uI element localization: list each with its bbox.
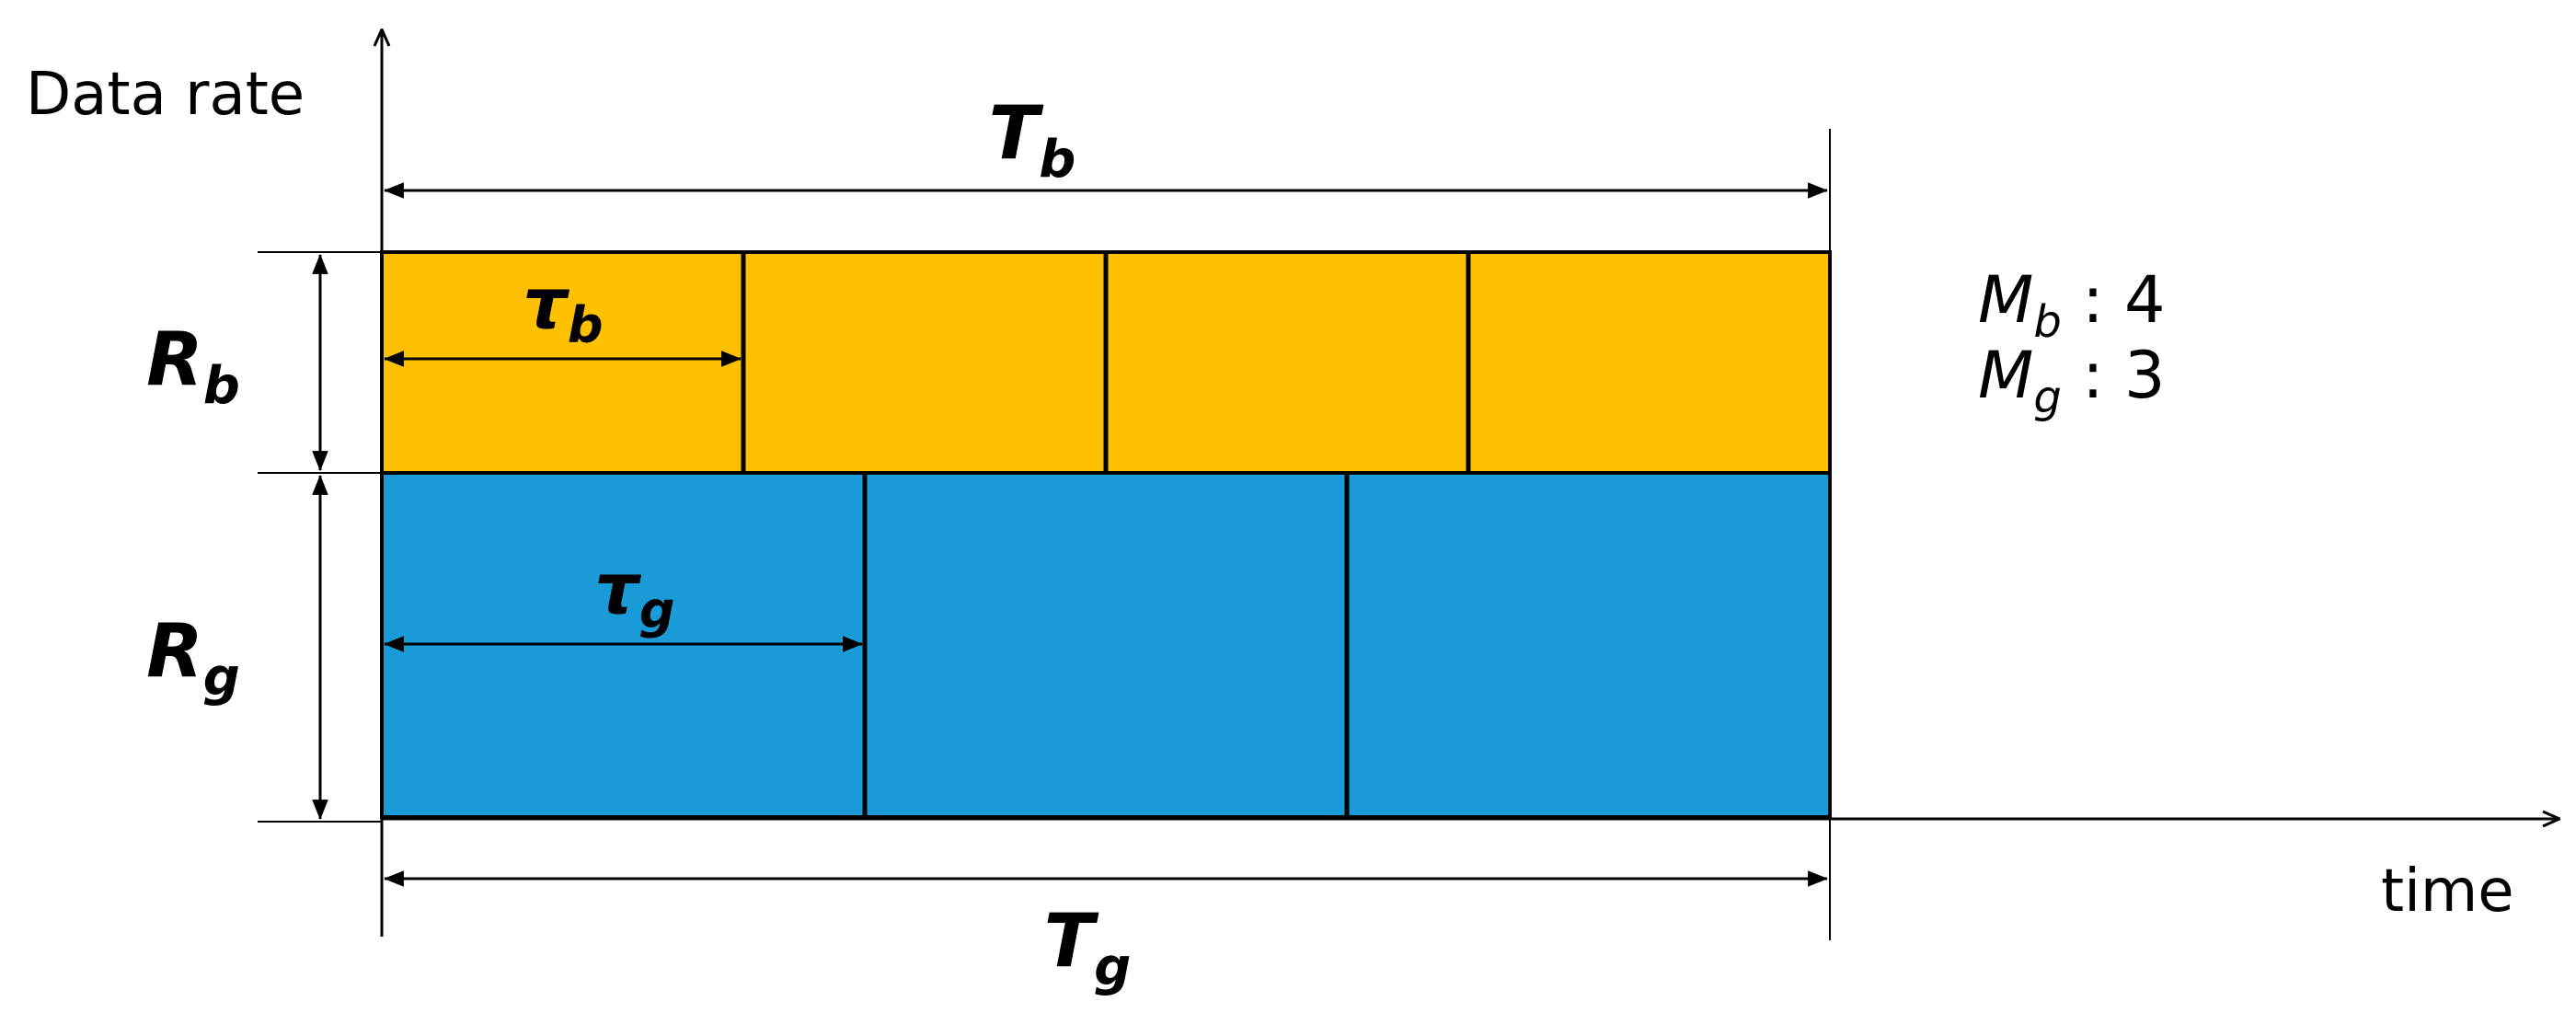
rg-subscript: g — [203, 648, 240, 708]
x-axis-title: time — [2381, 858, 2514, 926]
tau-b-label: τb — [523, 262, 603, 354]
legend-mg-value: 3 — [2124, 338, 2166, 413]
y-axis-title: Data rate — [26, 61, 305, 129]
rg-symbol: R — [146, 608, 203, 694]
legend-mg-separator: : — [2062, 338, 2124, 413]
tau-g-label: τg — [594, 547, 674, 639]
tau-b-symbol: τ — [523, 262, 569, 344]
tg-symbol: T — [1044, 898, 1099, 984]
legend-mg-symbol: M — [1978, 338, 2033, 413]
legend-mb-subscript: b — [2033, 296, 2061, 348]
tau-b-subscript: b — [568, 296, 604, 354]
legend-mb-separator: : — [2062, 262, 2124, 338]
tb-symbol: T — [989, 90, 1044, 176]
legend-mb-value: 4 — [2124, 262, 2166, 338]
tb-subscript: b — [1039, 130, 1075, 190]
band-b — [380, 250, 1832, 475]
tg-label: Tg — [1044, 898, 1132, 997]
rb-label: Rb — [146, 317, 240, 416]
slot-count-legend: Mb : 4 Mg : 3 — [1978, 262, 2166, 423]
legend-mg-subscript: g — [2033, 372, 2061, 423]
rg-label: Rg — [146, 608, 240, 708]
rb-symbol: R — [146, 317, 203, 402]
tg-subscript: g — [1094, 938, 1131, 997]
rb-subscript: b — [203, 356, 240, 416]
tb-label: Tb — [989, 90, 1076, 190]
legend-mg: Mg : 3 — [1978, 338, 2166, 423]
legend-mb: Mb : 4 — [1978, 262, 2166, 348]
tau-g-symbol: τ — [594, 547, 641, 629]
tau-g-subscript: g — [639, 581, 675, 639]
legend-mb-symbol: M — [1978, 262, 2033, 338]
